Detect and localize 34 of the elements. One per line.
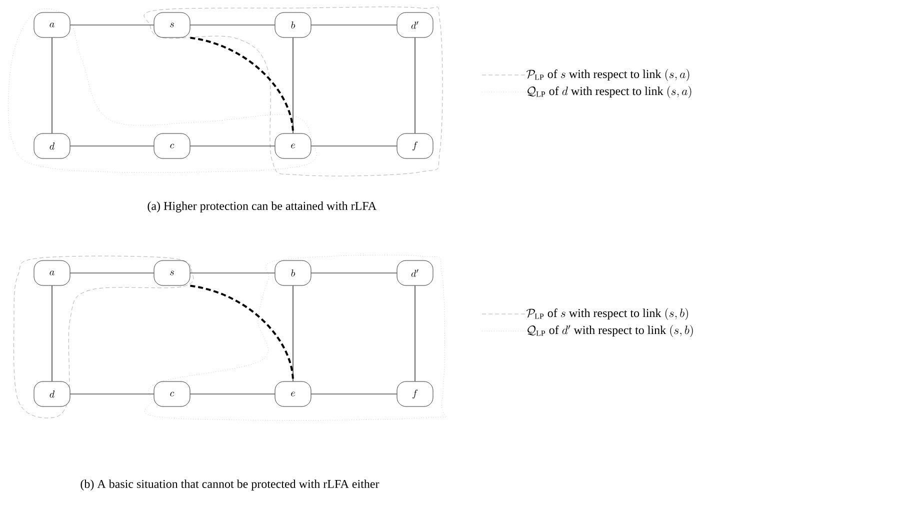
- link-line: [190, 272, 276, 274]
- router-node: $d'$: [396, 260, 434, 286]
- router-node: $f$: [396, 133, 434, 159]
- caption: (a) Higher protection can be attained with rLFA: [148, 202, 376, 212]
- router-node: $f$: [396, 381, 434, 407]
- router-node: $d'$: [396, 12, 434, 38]
- link-line: [414, 285, 416, 382]
- caption: (b) A basic situation that cannot be protected with rLFA either: [80, 480, 380, 490]
- router-node: $d$: [34, 381, 70, 407]
- legend-text: $\mathcal{Q}_{\mathrm{LP}}\text{ of }d\text{ with respect to link }(s,a)$: [528, 86, 692, 98]
- legend-text: $\mathcal{P}_{\mathrm{LP}}\text{ of }s\text{ with respect to link }(s,a)$: [526, 69, 690, 82]
- router-node: $b$: [274, 12, 312, 38]
- tunnel-path: [190, 284, 294, 382]
- router-node: $s$: [154, 260, 190, 286]
- legend-text: $\mathcal{P}_{\mathrm{LP}}\text{ of }s\text{ with respect to link }(s,b)$: [526, 308, 688, 320]
- router-node: $c$: [154, 381, 190, 407]
- router-node: $e$: [274, 381, 312, 407]
- link-line: [190, 24, 276, 26]
- router-node: $s$: [154, 12, 190, 38]
- link-line: [292, 285, 294, 382]
- router-node: $a$: [34, 12, 70, 38]
- router-node: $a$: [34, 260, 70, 286]
- router-node: $b$: [274, 260, 312, 286]
- router-node: $c$: [154, 133, 190, 159]
- tunnel-path: [190, 36, 294, 134]
- legend-text: $\mathcal{Q}_{\mathrm{LP}}\text{ of }d'\text{ with respect to link }(s,b)$: [528, 325, 693, 338]
- link-line: [414, 37, 416, 134]
- router-node: $e$: [274, 133, 312, 159]
- link-line: [310, 24, 398, 26]
- link-line: [70, 272, 154, 274]
- link-line: [70, 24, 154, 26]
- router-node: $d$: [34, 133, 70, 159]
- link-line: [310, 272, 398, 274]
- link-line: [292, 37, 294, 134]
